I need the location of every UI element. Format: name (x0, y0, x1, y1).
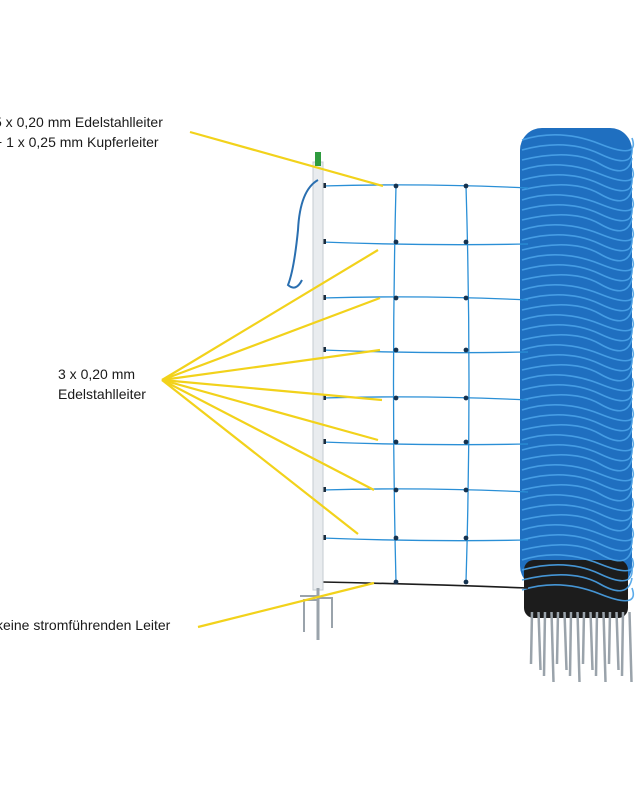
roll-spike (589, 611, 594, 671)
roll-strand (521, 324, 633, 342)
mesh-horizontal-wire (321, 349, 529, 354)
roll-strand (521, 304, 633, 322)
roll-spike (529, 611, 534, 665)
mesh-knot (463, 347, 469, 353)
mesh-knot (463, 395, 469, 401)
roll-strand (521, 444, 633, 462)
roll-spike (568, 611, 573, 677)
top-label-line2: + 1 x 0,25 mm Kupferleiter (0, 134, 159, 150)
roll-spike (620, 611, 625, 677)
roll-strand (521, 184, 633, 202)
mesh-vertical-wire (465, 185, 470, 583)
mesh-knot (463, 295, 469, 301)
mesh-vertical-wire (392, 185, 397, 583)
mesh-horizontal-wire (321, 488, 529, 493)
roll-strand (521, 514, 633, 532)
roll-spike (594, 611, 599, 677)
middle-label-line1: 3 x 0,20 mm (58, 366, 136, 382)
roll-strand (521, 574, 633, 592)
mesh-knot (463, 535, 469, 541)
mesh-knot (463, 183, 469, 189)
roll-spike (537, 611, 542, 671)
roll-strand (521, 204, 633, 222)
roll-strand (521, 484, 633, 502)
roll-spike (542, 611, 547, 677)
middle-conductor-label: 3 x 0,20 mm Edelstahlleiter (58, 364, 146, 404)
mesh-horizontal-wire (321, 184, 529, 189)
mesh-knot (463, 487, 469, 493)
mesh-horizontal-wire (321, 537, 529, 542)
leader-middle (161, 249, 379, 381)
roll-strand (521, 174, 633, 192)
roll-strand (521, 454, 633, 472)
roll-strand (521, 424, 633, 442)
leader-top (189, 130, 384, 188)
roll-strand (521, 334, 633, 352)
mesh-knot (393, 535, 399, 541)
top-label-line1: 5 x 0,20 mm Edelstahlleiter (0, 114, 163, 130)
bottom-conductor-label: keine stromführenden Leiter (0, 617, 171, 633)
mesh-knot (393, 395, 399, 401)
roll-spike (628, 611, 633, 683)
mesh-knot (393, 347, 399, 353)
mesh-knot (393, 295, 399, 301)
roll-strand (521, 264, 633, 282)
middle-label-line2: Edelstahlleiter (58, 386, 146, 402)
mesh-horizontal-wire (321, 296, 529, 301)
roll-strand (521, 584, 635, 602)
leader-middle (161, 296, 381, 382)
roll-spike (576, 611, 581, 683)
roll-strand (521, 354, 633, 372)
roll-strand (521, 534, 633, 552)
mesh-horizontal-wire (321, 441, 529, 446)
roll-strand (521, 384, 633, 402)
leader-middle (161, 378, 383, 402)
leader-middle (161, 379, 359, 535)
mesh-knot (463, 239, 469, 245)
mesh-knot (463, 579, 469, 585)
roll-strand (521, 564, 633, 582)
roll-spike (607, 611, 612, 665)
roll-strand (521, 274, 633, 292)
net-mesh (318, 183, 529, 589)
roll-strand (521, 244, 633, 262)
roll-spike (550, 611, 555, 683)
fence-post (286, 152, 333, 640)
mesh-horizontal-wire (321, 241, 529, 246)
roll-strand (521, 394, 633, 412)
bottom-wire (321, 581, 529, 589)
mesh-knot (393, 579, 399, 585)
roll-strand (521, 414, 633, 432)
roll-spike (555, 611, 560, 665)
mesh-knot (393, 239, 399, 245)
roll-spike (581, 611, 586, 665)
mesh-knot (393, 487, 399, 493)
leader-lines (161, 130, 384, 629)
roll-strand (521, 474, 633, 492)
roll-spike (602, 611, 607, 683)
mesh-knot (393, 439, 399, 445)
leader-middle (161, 379, 375, 491)
roll-strand (521, 504, 633, 522)
roll-spike (563, 611, 568, 671)
roll-strand (521, 544, 633, 562)
net-roll (520, 128, 635, 683)
roll-strand (521, 364, 633, 382)
leader-middle (161, 378, 379, 442)
leader-bottom (197, 581, 375, 629)
roll-strand (521, 234, 633, 252)
mesh-knot (393, 183, 399, 189)
mesh-knot (463, 439, 469, 445)
top-conductor-label: 5 x 0,20 mm Edelstahlleiter + 1 x 0,25 m… (0, 112, 163, 152)
roll-strand (521, 294, 633, 312)
roll-strand (521, 214, 633, 232)
roll-strand (521, 144, 633, 162)
leader-middle (161, 348, 381, 382)
roll-strand (521, 154, 633, 172)
roll-spike (615, 611, 620, 671)
